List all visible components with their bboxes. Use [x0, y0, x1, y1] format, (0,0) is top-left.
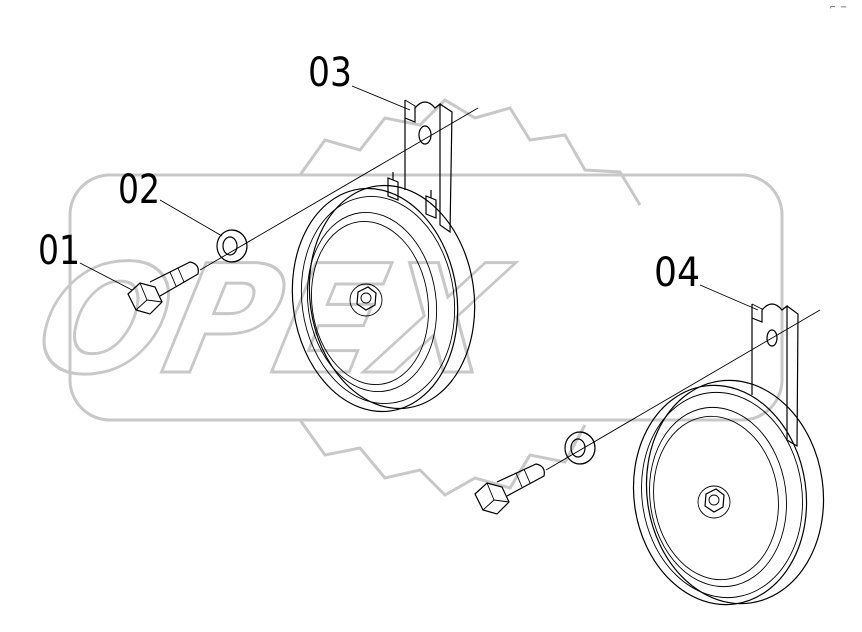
assembly-axis-upper: [199, 107, 479, 271]
leader-03: [351, 85, 411, 111]
bolt-lower: [474, 463, 545, 515]
horn-upper-face-inner: [306, 211, 438, 393]
horn-lower-face-outer: [632, 384, 808, 606]
bolt-upper: [127, 261, 199, 315]
leader-02: [159, 199, 223, 237]
horn-lower-back: [645, 379, 825, 605]
horn-lower: [632, 303, 825, 606]
callout-04: 04: [654, 250, 700, 296]
washer-lower: [564, 431, 596, 465]
leader-04: [699, 284, 759, 311]
watermark-text: OPEX: [23, 233, 523, 408]
watermark-logo: OPEX: [22, 98, 784, 497]
horn-upper-face-outer: [291, 187, 459, 413]
horn-upper-back: [308, 184, 476, 410]
horn-upper-terminal-2: [425, 190, 437, 219]
horn-upper-nut: [356, 286, 377, 311]
callout-03: 03: [308, 50, 352, 96]
horn-lower-face-inner: [649, 406, 787, 588]
horn-upper-terminal-1: [387, 172, 399, 201]
horn-lower-nut: [704, 488, 725, 513]
horn-lower-bracket-hole: [766, 329, 778, 347]
horn-lower-bracket: [751, 303, 799, 448]
watermark-frame: [68, 173, 784, 422]
corner-mark: ⌐ ─: [830, 3, 847, 13]
callout-02: 02: [118, 167, 160, 213]
leader-01: [79, 262, 133, 291]
washer-upper: [216, 229, 248, 263]
horn-upper: [291, 99, 476, 413]
watermark-gear: [298, 98, 642, 497]
callout-01: 01: [38, 228, 80, 274]
horn-upper-bracket: [404, 100, 453, 234]
assembly-axis-lower: [545, 309, 821, 471]
